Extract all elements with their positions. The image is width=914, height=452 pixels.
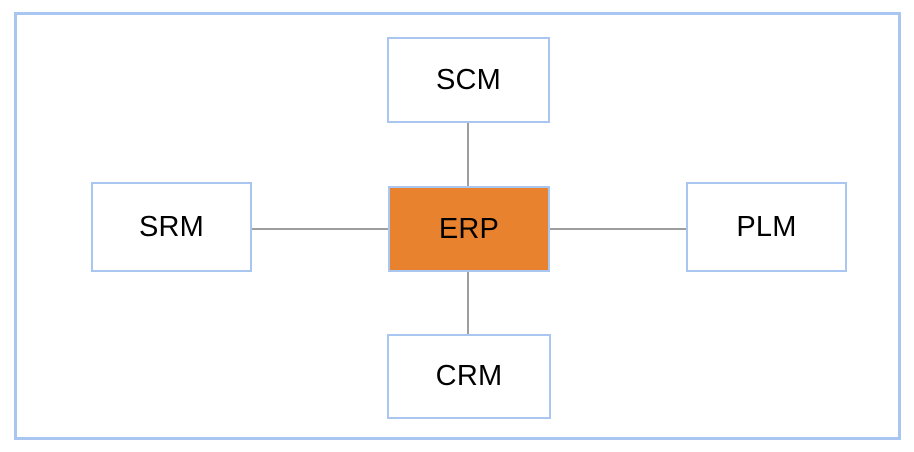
connector-erp-to-crm — [467, 271, 469, 335]
node-erp-label: ERP — [438, 212, 500, 245]
node-erp[interactable]: ERP — [388, 186, 550, 272]
node-srm-label: SRM — [138, 210, 205, 243]
node-crm[interactable]: CRM — [387, 334, 551, 419]
node-scm[interactable]: SCM — [387, 37, 550, 123]
node-srm[interactable]: SRM — [91, 182, 252, 272]
node-plm-label: PLM — [736, 210, 797, 243]
node-crm-label: CRM — [435, 360, 503, 392]
node-plm[interactable]: PLM — [686, 182, 847, 272]
diagram-outer-frame — [14, 12, 901, 440]
connector-srm-to-erp — [251, 228, 389, 230]
connector-erp-to-plm — [549, 228, 687, 230]
connector-scm-to-erp — [467, 122, 469, 187]
node-scm-label: SCM — [435, 63, 502, 96]
